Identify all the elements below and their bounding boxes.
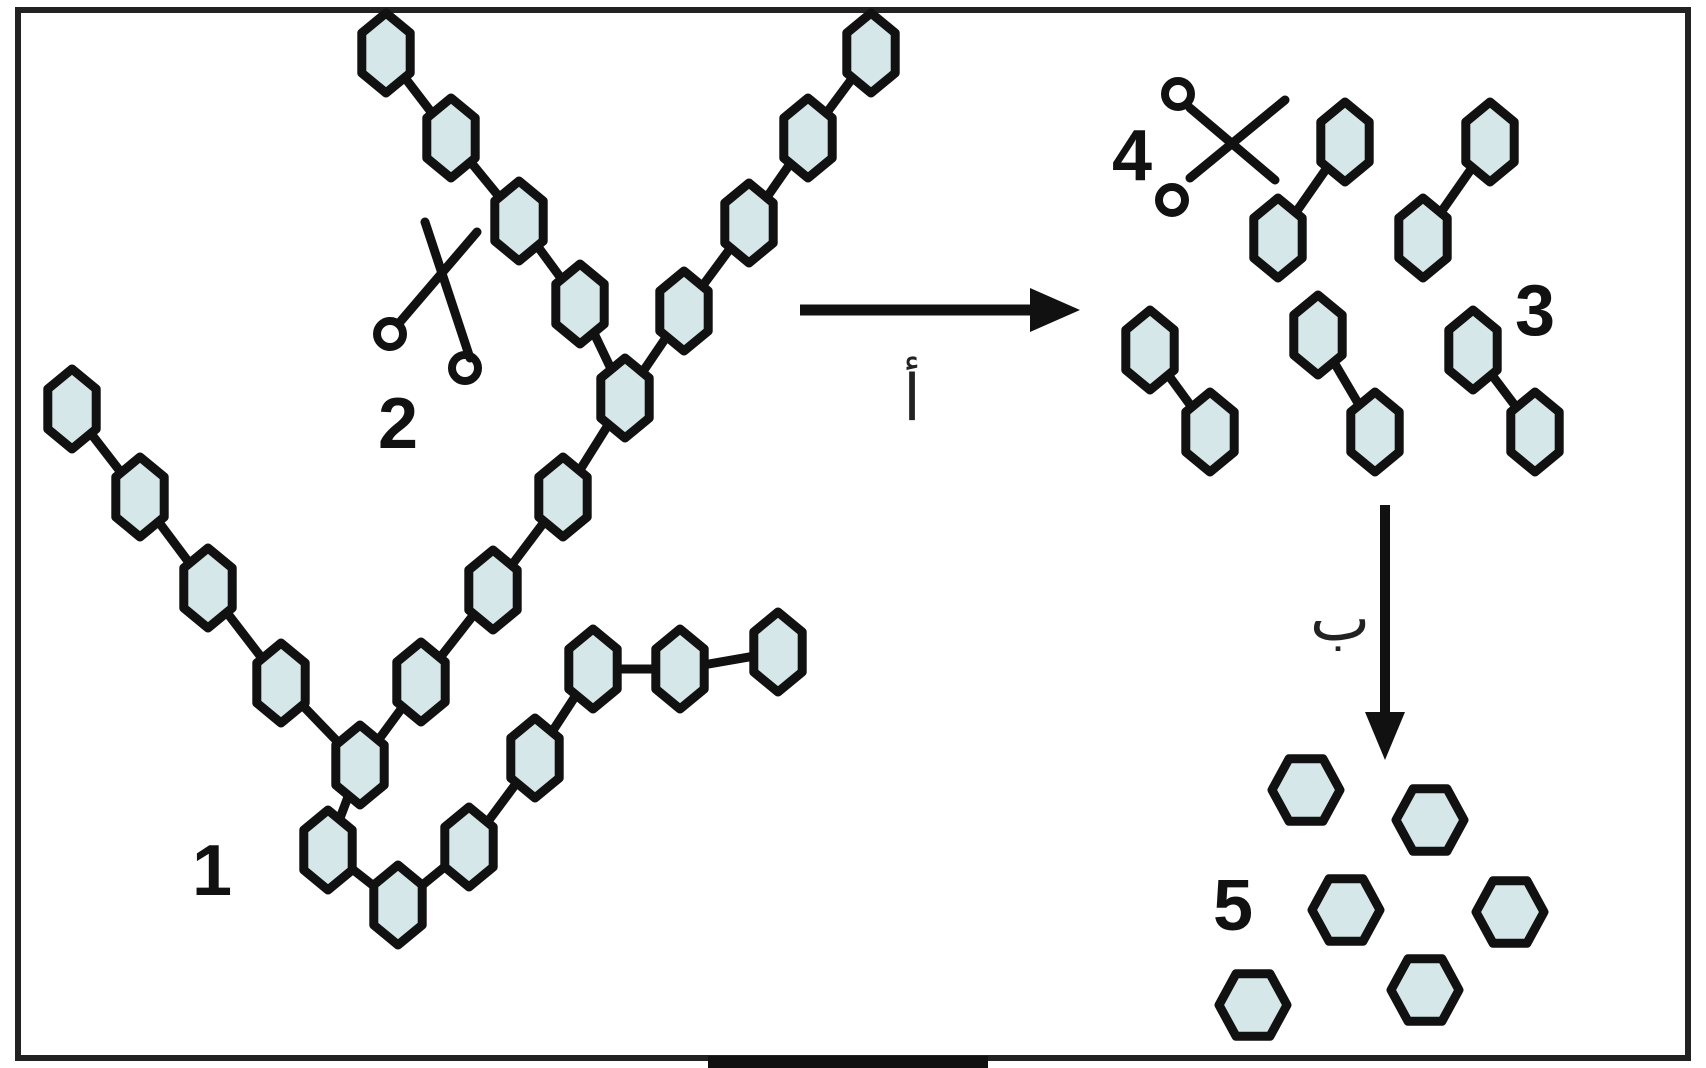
polymer-ring	[490, 176, 548, 266]
polymer-ring	[464, 545, 522, 635]
polymer-chain	[43, 8, 900, 950]
label-polymer: 1	[192, 831, 232, 911]
polymer-ring	[749, 607, 807, 697]
polymer-ring	[299, 805, 357, 895]
arrow-down-icon	[1365, 505, 1405, 760]
label-scissors-right: 4	[1112, 116, 1152, 196]
polymer-ring	[779, 93, 837, 183]
polymer-ring	[369, 860, 427, 950]
dimer-ring	[1346, 387, 1404, 477]
polymer-ring	[111, 452, 169, 542]
dimer-ring	[1121, 305, 1179, 395]
label-dimers: 3	[1515, 271, 1555, 351]
polymer-ring	[534, 452, 592, 542]
polymer-ring	[596, 353, 654, 443]
polymer-ring	[842, 8, 900, 98]
polymer-ring	[252, 638, 310, 728]
monomer-ring	[1471, 876, 1549, 948]
dimer-group	[1121, 97, 1564, 477]
label-monomers: 5	[1213, 866, 1253, 946]
polymer-ring	[440, 802, 498, 892]
polymer-ring	[179, 543, 237, 633]
dimer-ring	[1249, 193, 1307, 283]
label-scissors-left: 2	[378, 384, 418, 464]
arrow-right-icon	[800, 288, 1080, 332]
bottom-tab	[708, 1056, 988, 1068]
dimer-ring	[1289, 290, 1347, 380]
monomer-ring	[1307, 874, 1385, 946]
polymer-ring	[551, 259, 609, 349]
dimer-ring	[1444, 305, 1502, 395]
polymer-ring	[506, 713, 564, 803]
polymer-ring	[720, 178, 778, 268]
monomer-group	[1214, 754, 1549, 1041]
scissors-icon	[1155, 77, 1290, 217]
polymer-ring	[651, 624, 709, 714]
scissors-icon	[373, 217, 482, 385]
dimer-ring	[1394, 193, 1452, 283]
frame-border	[15, 7, 1691, 1061]
monomer-ring	[1267, 754, 1345, 826]
monomer-ring	[1391, 784, 1469, 856]
dimer-ring	[1316, 97, 1374, 187]
dimer-ring	[1181, 387, 1239, 477]
polymer-ring	[357, 8, 415, 98]
dimer-ring	[1506, 387, 1564, 477]
polymer-ring	[43, 364, 101, 454]
dimer-ring	[1461, 97, 1519, 187]
step-label-first: أ	[903, 356, 921, 436]
monomer-ring	[1214, 969, 1292, 1041]
polymer-ring	[655, 266, 713, 356]
monomer-ring	[1386, 954, 1464, 1026]
step-label-second: ب	[1310, 582, 1370, 656]
polymer-ring	[392, 637, 450, 727]
polymer-ring	[422, 93, 480, 183]
polymer-ring	[564, 624, 622, 714]
polymer-ring	[331, 720, 389, 810]
